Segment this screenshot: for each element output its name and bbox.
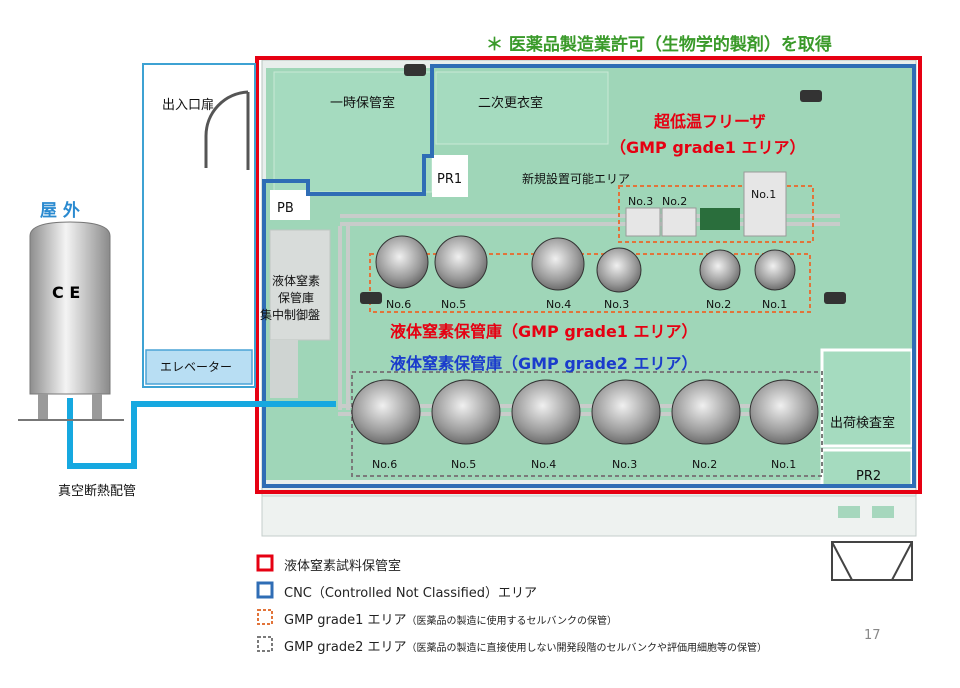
new-install-area-label: 新規設置可能エリア: [522, 172, 631, 186]
license-note: ＊ 医薬品製造業許可（生物学的製剤）を取得: [486, 35, 832, 55]
g1-tank-no6: No.6: [386, 298, 412, 311]
legend-swatch-gray: [257, 636, 273, 652]
elevator-label: エレベーター: [160, 360, 233, 374]
pr2-room: [820, 448, 914, 488]
entrance-zone: [142, 63, 256, 388]
freezer-unit-no2: No.2: [662, 195, 688, 208]
page-number: 17: [864, 628, 881, 643]
ln2-control-label-1: 液体窒素: [272, 274, 321, 288]
vacuum-pipe: [67, 398, 336, 469]
freezer-unit-no1: No.1: [751, 188, 777, 201]
outdoor-label: 屋 外: [40, 201, 80, 221]
ln2-control-label-2: 保管庫: [278, 291, 315, 305]
ln2-grade1-title: 液体窒素保管庫（GMP grade1 エリア）: [390, 322, 698, 341]
g1-tank-no3: No.3: [604, 298, 630, 311]
g1-tank-no1: No.1: [762, 298, 788, 311]
pr2-label: PR2: [856, 469, 882, 484]
shipping-room: [820, 348, 914, 448]
ln2-grade1-box: [369, 253, 811, 313]
pr1-label: PR1: [437, 172, 463, 187]
freezer-grade1-box: [618, 185, 814, 243]
shipping-inspection-label: 出荷検査室: [830, 416, 896, 431]
g2-tank-no6: No.6: [372, 458, 398, 471]
changing-room: [435, 71, 609, 145]
legend-label-1: 液体窒素試料保管室: [284, 559, 402, 574]
ce-label: C E: [52, 283, 81, 302]
ln2-grade2-box: [351, 371, 823, 477]
legend-label-4-main: GMP grade2 エリア: [284, 640, 407, 655]
freezer-title-1: 超低温フリーザ: [654, 112, 766, 131]
ln2-sample-room-outline: [255, 56, 922, 494]
cnc-outline: [262, 64, 916, 488]
freezer-unit-no3: No.3: [628, 195, 654, 208]
legend-swatch-blue: [256, 581, 274, 599]
piping-label: 真空断熱配管: [58, 484, 137, 499]
g1-tank-no5: No.5: [441, 298, 467, 311]
g2-tank-no5: No.5: [451, 458, 477, 471]
freezer-title-2: （GMP grade1 エリア）: [610, 138, 806, 157]
changing-room-label: 二次更衣室: [478, 96, 544, 111]
legend-label-3-note: （医薬品の製造に使用するセルバンクの保管）: [406, 616, 617, 627]
g1-tank-no4: No.4: [546, 298, 572, 311]
exit-door: [831, 541, 913, 581]
elevator-box: [145, 349, 253, 385]
grade1-tanks: [375, 235, 796, 293]
g2-tank-no4: No.4: [531, 458, 557, 471]
camera-icons: [360, 64, 846, 304]
temp-storage-room: [273, 71, 433, 193]
g1-tank-no2: No.2: [706, 298, 732, 311]
pb-label: PB: [277, 201, 294, 216]
legend-label-4-note: （医薬品の製造に直接使用しない開発段階のセルバンクや評価用細胞等の保管）: [406, 643, 767, 654]
legend-label-3: GMP grade1 エリア（医薬品の製造に使用するセルバンクの保管）: [284, 609, 617, 628]
ce-tank: [18, 221, 124, 421]
grade2-tanks: [351, 379, 819, 445]
legend-label-3-main: GMP grade1 エリア: [284, 613, 407, 628]
legend-label-4: GMP grade2 エリア（医薬品の製造に直接使用しない開発段階のセルバンクや…: [284, 636, 767, 655]
legend-swatch-orange: [257, 609, 273, 625]
ln2-grade2-title: 液体窒素保管庫（GMP grade2 エリア）: [390, 354, 698, 373]
legend-label-2: CNC（Controlled Not Classified）エリア: [284, 586, 538, 601]
ln2-control-label-3: 集中制御盤: [260, 308, 321, 322]
g2-tank-no1: No.1: [771, 458, 797, 471]
temp-storage-label: 一時保管室: [330, 96, 396, 111]
g2-tank-no2: No.2: [692, 458, 718, 471]
legend-swatch-red: [256, 554, 274, 572]
entrance-door-label: 出入口扉: [162, 98, 215, 113]
g2-tank-no3: No.3: [612, 458, 638, 471]
